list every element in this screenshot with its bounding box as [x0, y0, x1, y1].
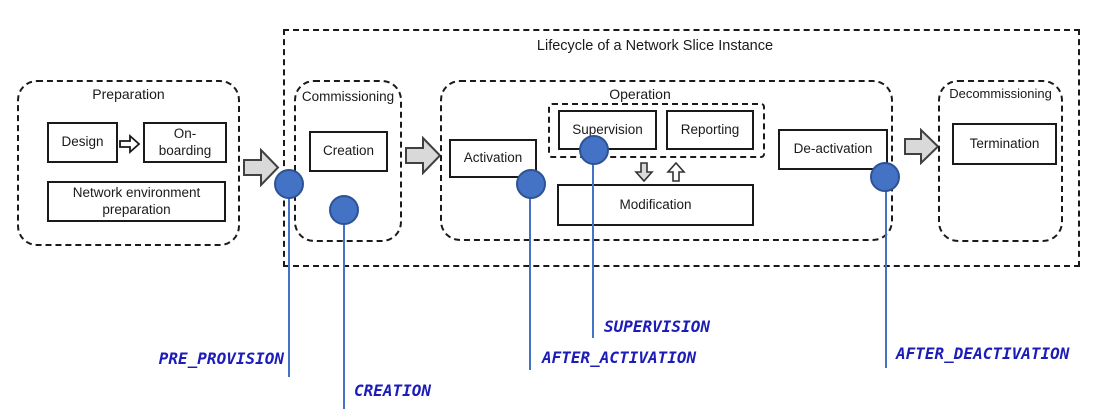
modification-label: Modification	[619, 196, 692, 212]
after-deactivation-leader-line	[885, 190, 887, 368]
preparation-to-commissioning-arrow-icon	[243, 148, 280, 187]
reporting-label: Reporting	[680, 121, 740, 137]
after-activation-label: AFTER_ACTIVATION	[542, 348, 697, 367]
supervision-marker-dot	[579, 135, 609, 165]
supervision-leader-line	[592, 163, 594, 338]
commissioning-phase-box	[294, 80, 402, 242]
diagram-title: Lifecycle of a Network Slice Instance	[536, 38, 774, 54]
creation-label: Creation	[322, 143, 375, 159]
pre-provision-leader-line	[288, 197, 290, 377]
after-deactivation-label: AFTER_DEACTIVATION	[896, 344, 1070, 363]
operation-phase-title: Operation	[609, 86, 671, 102]
network-environment-label-line2: preparation	[102, 201, 171, 217]
reporting-box: Reporting	[666, 110, 754, 150]
onboarding-box: On- boarding	[143, 122, 227, 163]
modification-to-reporting-up-arrow-icon	[666, 162, 686, 182]
preparation-phase-title: Preparation	[92, 86, 165, 102]
network-environment-label-line1: Network environment	[72, 184, 201, 200]
termination-label: Termination	[969, 135, 1040, 151]
decommissioning-phase-title: Decommissioning	[949, 86, 1052, 101]
after-activation-leader-line	[529, 197, 531, 370]
activation-label: Activation	[463, 150, 523, 166]
operation-to-decommissioning-arrow-icon	[904, 128, 940, 165]
network-environment-preparation-box: Network environment preparation	[47, 181, 226, 222]
creation-marker-dot	[329, 195, 359, 225]
design-label: Design	[61, 134, 104, 150]
after-deactivation-marker-dot	[870, 162, 900, 192]
commissioning-to-operation-arrow-icon	[405, 136, 442, 175]
onboarding-label-line1: On-	[173, 125, 197, 141]
creation-box: Creation	[309, 131, 388, 172]
modification-box: Modification	[557, 184, 754, 226]
supervision-label: Supervision	[572, 121, 643, 137]
supervision-reporting-group-box	[548, 103, 765, 158]
onboarding-label-line2: boarding	[158, 142, 212, 158]
decommissioning-phase-box	[938, 80, 1063, 242]
pre-provision-label: PRE_PROVISION	[158, 349, 284, 368]
commissioning-phase-title: Commissioning	[301, 89, 395, 104]
pre-provision-marker-dot	[274, 169, 304, 199]
creation-leader-line	[343, 222, 345, 409]
deactivation-box: De-activation	[778, 129, 888, 170]
creation-marker-label: CREATION	[354, 381, 432, 400]
preparation-phase-box	[17, 80, 240, 246]
deactivation-label: De-activation	[793, 141, 873, 157]
after-activation-marker-dot	[516, 169, 546, 199]
operation-phase-box	[440, 80, 893, 241]
termination-box: Termination	[952, 123, 1057, 165]
supervision-to-modification-down-arrow-icon	[634, 162, 654, 182]
design-box: Design	[47, 122, 118, 163]
lifecycle-outer-box	[283, 29, 1080, 267]
design-to-onboarding-arrow-icon	[119, 134, 141, 154]
supervision-marker-label: SUPERVISION	[604, 317, 710, 336]
